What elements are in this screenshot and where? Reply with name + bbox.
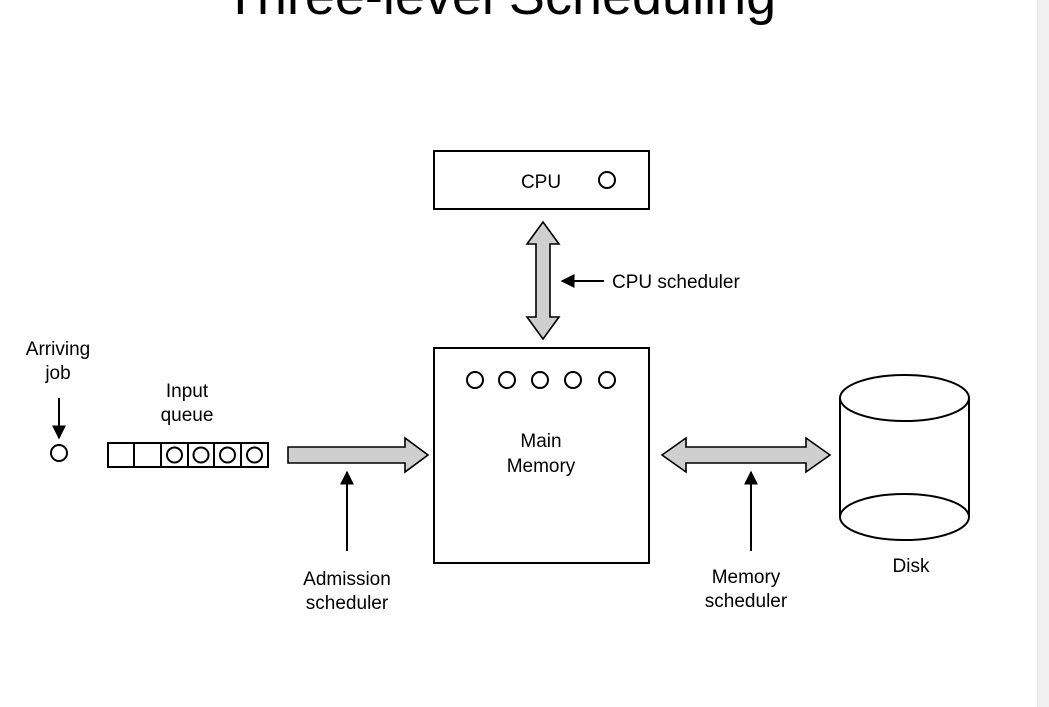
queue-job	[219, 446, 236, 464]
disk-cylinder	[839, 374, 970, 541]
memory-jobs	[466, 371, 616, 389]
arriving-job-label-1: Arriving	[26, 339, 90, 360]
input-queue-label-1: Input	[166, 381, 209, 402]
vertical-scrollbar[interactable]	[1037, 0, 1049, 707]
admission-scheduler-label-1: Admission	[303, 569, 391, 590]
main-memory-label-1: Main	[520, 431, 561, 452]
cpu-label: CPU	[521, 172, 561, 193]
slide-title: Three-level Scheduling	[0, 0, 1000, 26]
input-queue	[107, 442, 269, 468]
cpu-memory-arrow	[525, 220, 561, 341]
memory-job	[564, 371, 582, 389]
memory-job	[498, 371, 516, 389]
queue-job	[246, 446, 263, 464]
queue-slot	[107, 442, 135, 468]
admission-arrow	[287, 436, 430, 474]
memory-scheduler-label-1: Memory	[712, 567, 781, 588]
arriving-job	[50, 444, 68, 462]
memory-disk-arrow	[660, 436, 832, 474]
cpu-job	[598, 171, 616, 189]
admission-scheduler-label-2: scheduler	[306, 593, 389, 614]
memory-scheduler-label-2: scheduler	[705, 591, 788, 612]
memory-job	[466, 371, 484, 389]
main-memory-label-2: Memory	[507, 456, 576, 477]
queue-job	[166, 446, 183, 464]
memory-job	[531, 371, 549, 389]
queue-slot	[133, 442, 162, 468]
cpu-scheduler-label: CPU scheduler	[612, 272, 740, 293]
queue-job	[192, 446, 210, 464]
disk-label: Disk	[893, 556, 930, 577]
input-queue-label-2: queue	[161, 405, 214, 426]
memory-job	[598, 371, 616, 389]
arriving-job-label-2: job	[44, 363, 70, 384]
